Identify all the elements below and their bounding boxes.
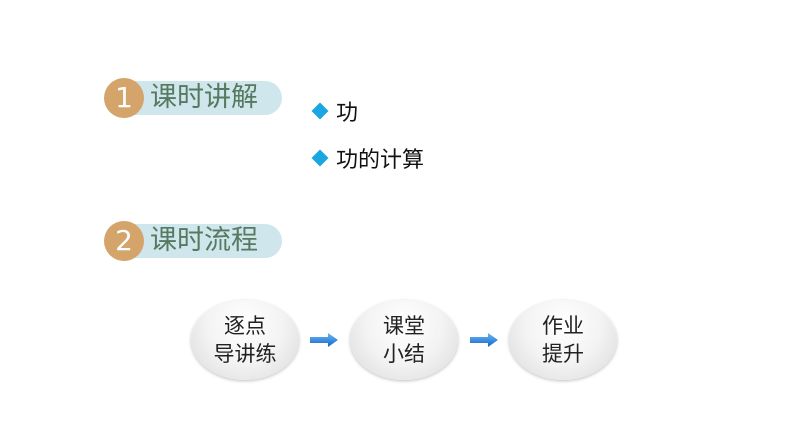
flow-node-text: 小结 bbox=[383, 342, 425, 366]
flow-node-2: 课堂 小结 bbox=[350, 300, 458, 380]
arrow-right-icon bbox=[470, 333, 498, 347]
flow-node-text: 课堂 bbox=[383, 314, 425, 338]
section-1-title: 课时讲解 bbox=[150, 82, 258, 113]
arrow-right-icon bbox=[310, 333, 338, 347]
flow-node-text: 提升 bbox=[542, 342, 584, 366]
diamond-bullet-icon bbox=[311, 149, 329, 167]
section-2-title: 课时流程 bbox=[150, 225, 258, 256]
section-1-badge: 1 bbox=[104, 78, 144, 118]
flow-node-text: 导讲练 bbox=[213, 342, 277, 366]
bullet-text: 功的计算 bbox=[336, 148, 425, 173]
flow-node-text: 作业 bbox=[542, 314, 584, 338]
flow-node-1: 逐点 导讲练 bbox=[191, 300, 299, 380]
bullet-item: 功的计算 bbox=[310, 142, 424, 174]
flow-node-3: 作业 提升 bbox=[509, 300, 617, 380]
diamond-bullet-icon bbox=[311, 102, 329, 120]
flow-node-text: 逐点 bbox=[224, 314, 266, 338]
bullet-text: 功 bbox=[336, 101, 359, 126]
section-2-badge: 2 bbox=[104, 221, 144, 261]
bullet-item: 功 bbox=[310, 95, 358, 127]
